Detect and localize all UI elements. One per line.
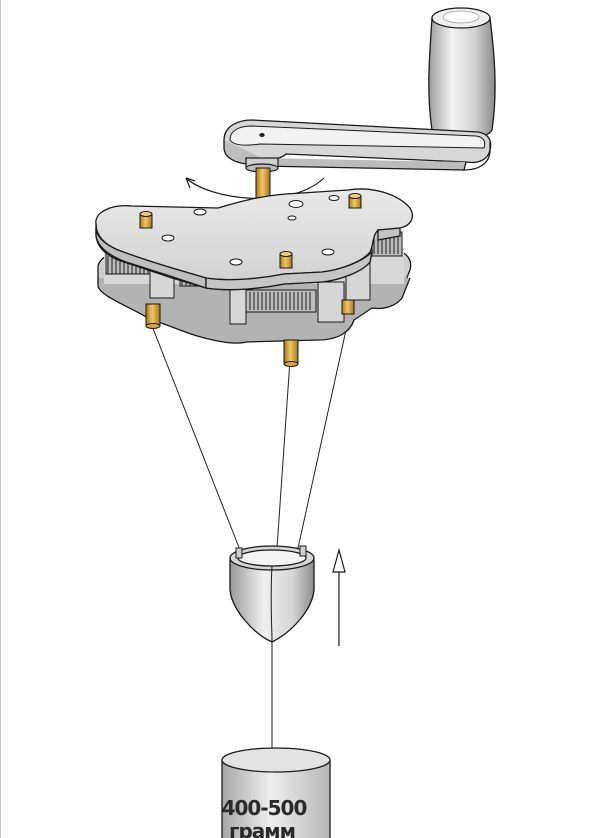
weight-cylinder <box>221 747 331 838</box>
suspension-strings <box>151 311 351 760</box>
gearbox-top-plate <box>95 188 414 291</box>
crank-handle <box>428 7 496 140</box>
rotation-arrow <box>185 177 325 200</box>
crank-arm <box>223 119 492 171</box>
pendulum-bob <box>229 545 315 643</box>
top-plate-pins <box>139 193 362 269</box>
left-border <box>0 0 1 838</box>
weight-label-line2: грамм <box>229 819 295 838</box>
lift-arrow <box>332 547 346 646</box>
output-shafts <box>145 299 355 367</box>
top-plate-holes <box>161 195 340 266</box>
weight-label-line1: 400-500 <box>222 796 307 820</box>
